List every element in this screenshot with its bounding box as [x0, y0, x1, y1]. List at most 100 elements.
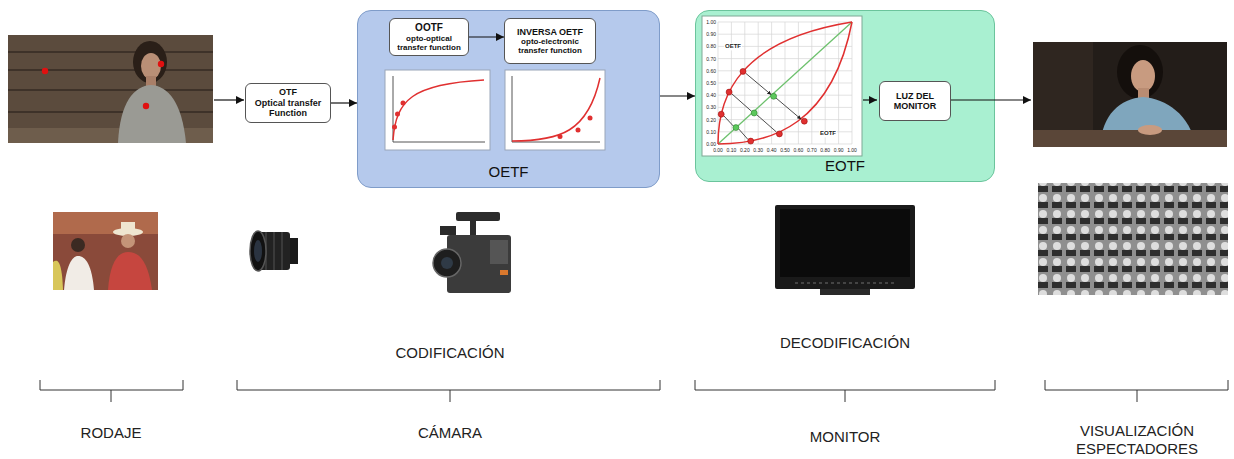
film-still [8, 52, 213, 112]
camera-photo [447, 235, 511, 293]
box-body: opto-electronic transfer function [509, 37, 591, 55]
lens-photo [290, 238, 298, 264]
gamma-plot [724, 74, 771, 127]
stage-panel: OETF OOTFopto-optical transfer function IN… [357, 10, 660, 188]
bracket [40, 380, 183, 402]
gamma-plot [771, 93, 777, 99]
bracket [695, 380, 995, 402]
transfer-curve-plot [512, 78, 600, 141]
film-still [1033, 42, 1227, 147]
camera-photo [441, 257, 453, 269]
film-still [1117, 45, 1163, 99]
monitor-photo [775, 205, 915, 289]
film-still [1033, 42, 1227, 147]
camera-photo [490, 240, 508, 264]
lens-photo [250, 231, 298, 271]
axis-tick: 0.30 [706, 104, 716, 110]
box-title: INVERSA OETF [517, 27, 583, 37]
film-still [1100, 97, 1196, 147]
gamma-plot [740, 68, 746, 74]
film-still [143, 103, 149, 109]
set-photo [53, 212, 158, 290]
gamma-plot [776, 131, 782, 137]
audience-photo [1038, 183, 1228, 295]
process-box: OOTFopto-optical transfer function [389, 18, 469, 56]
process-box: LUZ DEL MONITOR [879, 81, 951, 121]
axis-tick: 0.20 [706, 117, 716, 123]
camera-photo [433, 249, 461, 277]
film-still [141, 53, 161, 79]
bracket [1045, 380, 1228, 402]
section-label: MONITOR [810, 428, 881, 446]
transfer-curve-plot [505, 70, 605, 150]
section-label: DECODIFICACIÓN [780, 334, 910, 352]
section-label: CODIFICACIÓN [395, 344, 504, 362]
set-photo [121, 222, 135, 232]
film-still [158, 61, 164, 67]
audience-photo [1038, 183, 1228, 295]
lens-photo [250, 231, 266, 271]
gamma-plot [718, 22, 852, 144]
lens-photo [258, 232, 290, 270]
curve-label: OETF [724, 43, 742, 50]
transfer-curve-plot [385, 70, 490, 150]
gamma-plot [748, 138, 754, 144]
transfer-curve-plot [505, 70, 605, 150]
axis-tick: 0.20 [740, 147, 750, 153]
section-label: CÁMARA [418, 424, 482, 442]
set-photo [113, 228, 143, 236]
axis-tick: 0.90 [706, 31, 716, 37]
flow-arrow [214, 100, 1031, 101]
flow-arrow [951, 99, 1031, 100]
axis-tick: 0.50 [706, 80, 716, 86]
box-body: opto-optical transfer function [394, 34, 464, 52]
transfer-curve-plot [393, 80, 484, 140]
gamma-plot [718, 22, 852, 144]
axis-tick: 0.80 [820, 147, 830, 153]
gamma-plot [702, 16, 862, 156]
connector-arrow [469, 36, 504, 37]
transfer-curve-plot [392, 125, 397, 130]
gamma-plot [726, 89, 732, 95]
panel-title: OETF [489, 163, 529, 180]
monitor-photo [775, 205, 915, 295]
film-still [1138, 88, 1149, 98]
panel-title: EOTF [825, 157, 865, 174]
axis-tick: 0.00 [706, 141, 716, 147]
set-photo [53, 212, 158, 290]
connector-arrow [331, 102, 357, 103]
process-box: INVERSA OETFopto-electronic transfer fun… [504, 18, 596, 64]
set-photo [64, 256, 94, 290]
set-photo [121, 234, 135, 248]
gamma-plot [718, 22, 852, 144]
transfer-curve-plot [395, 112, 400, 117]
lens-photo [254, 240, 262, 262]
camera-photo [500, 270, 508, 275]
bracket [237, 380, 660, 402]
film-still [1131, 60, 1155, 92]
film-still [8, 35, 213, 143]
axis-tick: 0.90 [834, 147, 844, 153]
axis-tick: 0.70 [807, 147, 817, 153]
gamma-plot [718, 111, 724, 117]
axis-tick: 0.60 [794, 147, 804, 153]
film-still [1033, 42, 1093, 147]
film-still [1033, 130, 1227, 147]
axis-tick: 0.80 [706, 43, 716, 49]
gamma-plot [718, 22, 852, 144]
film-still [8, 128, 213, 143]
transfer-curve-plot [576, 128, 581, 133]
axis-tick: 0.10 [706, 129, 716, 135]
camera-photo [433, 212, 511, 293]
set-photo [108, 252, 152, 290]
bracket [40, 380, 1228, 402]
film-still [146, 76, 156, 86]
axis-tick: 0.70 [706, 56, 716, 62]
axis-tick: 0.40 [767, 147, 777, 153]
transfer-curve-plot [588, 116, 593, 121]
box-title: OOTF [415, 22, 443, 34]
